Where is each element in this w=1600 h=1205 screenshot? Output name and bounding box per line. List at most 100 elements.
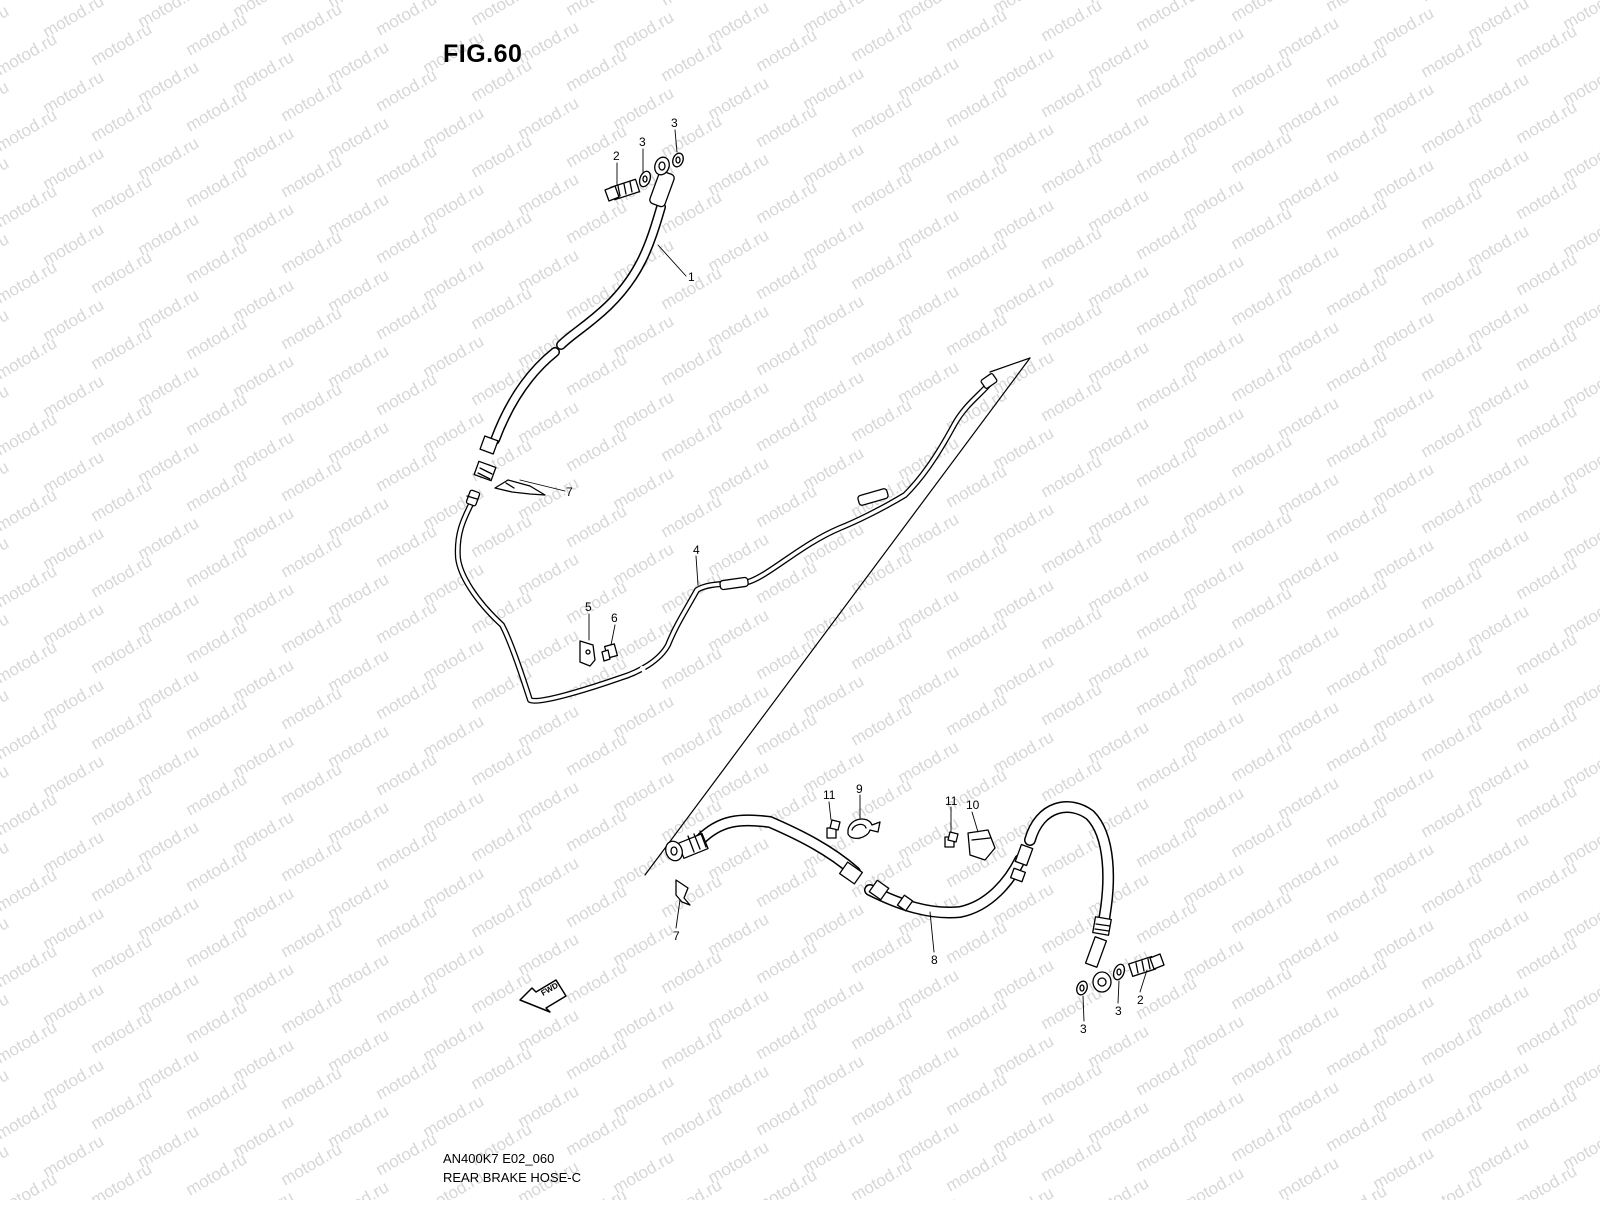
watermark-text: motod.ru xyxy=(0,105,60,155)
callout-3-top-a: 3 xyxy=(639,135,646,149)
watermark-text: motod.ru xyxy=(658,719,726,769)
watermark-text: motod.ru xyxy=(0,1169,60,1200)
watermark-text: motod.ru xyxy=(1418,259,1486,309)
watermark-text: motod.ru xyxy=(0,1093,60,1143)
watermark-text: motod.ru xyxy=(0,533,12,583)
watermark-text: motod.ru xyxy=(1418,107,1486,157)
watermark-text: motod.ru xyxy=(468,739,536,789)
watermark-text: motod.ru xyxy=(1323,953,1391,1003)
watermark-text: motod.ru xyxy=(1323,421,1391,471)
watermark-text: motod.ru xyxy=(0,761,12,811)
watermark-text: motod.ru xyxy=(1085,1173,1153,1200)
watermark-text: motod.ru xyxy=(325,1177,393,1200)
watermark-text: motod.ru xyxy=(1323,0,1391,15)
callout-4: 4 xyxy=(693,543,700,557)
watermark-text: motod.ru xyxy=(278,531,346,581)
watermark-text: motod.ru xyxy=(373,0,441,39)
watermark-text: motod.ru xyxy=(1038,755,1106,805)
watermark-text: motod.ru xyxy=(373,1129,441,1179)
watermark-text: motod.ru xyxy=(0,0,60,3)
watermark-text: motod.ru xyxy=(373,825,441,875)
watermark-text: motod.ru xyxy=(1038,375,1106,425)
watermark-text: motod.ru xyxy=(943,537,1011,587)
watermark-text: motod.ru xyxy=(468,283,536,333)
watermark-text: motod.ru xyxy=(0,713,60,763)
watermark-text: motod.ru xyxy=(0,837,12,887)
watermark-text: motod.ru xyxy=(1418,487,1486,537)
watermark-text: motod.ru xyxy=(1513,629,1581,679)
watermark-text: motod.ru xyxy=(468,967,536,1017)
watermark-text: motod.ru xyxy=(658,491,726,541)
watermark-text: motod.ru xyxy=(1513,325,1581,375)
watermark-text: motod.ru xyxy=(658,415,726,465)
watermark-text: motod.ru xyxy=(88,855,156,905)
watermark-text: motod.ru xyxy=(753,101,821,151)
watermark-text: motod.ru xyxy=(943,5,1011,55)
watermark-text: motod.ru xyxy=(848,1003,916,1053)
watermark-text: motod.ru xyxy=(1133,213,1201,263)
watermark-text: motod.ru xyxy=(183,541,251,591)
watermark-text: motod.ru xyxy=(278,835,346,885)
watermark-text: motod.ru xyxy=(88,171,156,221)
watermark-text: motod.ru xyxy=(1038,1135,1106,1185)
callout-10: 10 xyxy=(966,798,980,812)
watermark-text: motod.ru xyxy=(1323,117,1391,167)
clip-top xyxy=(495,480,545,495)
watermark-text: motod.ru xyxy=(278,455,346,505)
watermark-text: motod.ru xyxy=(563,1033,631,1083)
watermark-text: motod.ru xyxy=(1513,249,1581,299)
watermark-text: motod.ru xyxy=(0,77,12,127)
watermark-text: motod.ru xyxy=(373,217,441,267)
watermark-text: motod.ru xyxy=(1133,137,1201,187)
watermark-text: motod.ru xyxy=(1418,1095,1486,1145)
watermark-text: motod.ru xyxy=(88,475,156,525)
watermark-text: motod.ru xyxy=(563,1185,631,1200)
watermark-text: motod.ru xyxy=(848,91,916,141)
watermark-text: motod.ru xyxy=(1228,1039,1296,1089)
callout-8: 8 xyxy=(931,953,938,967)
watermark-text: motod.ru xyxy=(753,1013,821,1063)
watermark-text: motod.ru xyxy=(1513,477,1581,527)
watermark-text: motod.ru xyxy=(0,637,60,687)
watermark-text: motod.ru xyxy=(1513,705,1581,755)
watermark-text: motod.ru xyxy=(183,161,251,211)
watermark-text: motod.ru xyxy=(183,845,251,895)
watermark-text: motod.ru xyxy=(753,177,821,227)
watermark-text: motod.ru xyxy=(753,861,821,911)
watermark-text: motod.ru xyxy=(1133,593,1201,643)
watermark-text: motod.ru xyxy=(278,1139,346,1189)
watermark-text: motod.ru xyxy=(373,673,441,723)
watermark-text: motod.ru xyxy=(88,1159,156,1200)
callout-2-top: 2 xyxy=(613,149,620,163)
watermark-text: motod.ru xyxy=(1513,933,1581,983)
watermark-text: motod.ru xyxy=(88,703,156,753)
watermark-text: motod.ru xyxy=(658,871,726,921)
watermark-text: motod.ru xyxy=(1133,1125,1201,1175)
watermark-text: motod.ru xyxy=(183,85,251,135)
watermark-text: motod.ru xyxy=(183,237,251,287)
watermark-text: motod.ru xyxy=(1513,553,1581,603)
watermark-text: motod.ru xyxy=(1228,887,1296,937)
watermark-text: motod.ru xyxy=(278,759,346,809)
watermark-text: motod.ru xyxy=(1418,943,1486,993)
callout-3-bottom-b: 3 xyxy=(1080,1022,1087,1036)
watermark-text: motod.ru xyxy=(1513,1161,1581,1200)
watermark-text: motod.ru xyxy=(943,233,1011,283)
figure-name: REAR BRAKE HOSE-C xyxy=(443,1170,581,1185)
watermark-text: motod.ru xyxy=(1323,345,1391,395)
watermark-text: motod.ru xyxy=(943,613,1011,663)
watermark-text: motod.ru xyxy=(373,1053,441,1103)
watermark-text: motod.ru xyxy=(88,1007,156,1057)
watermark-text: motod.ru xyxy=(0,333,60,383)
callout-11-b: 11 xyxy=(945,794,958,808)
watermark-text: motod.ru xyxy=(0,609,12,659)
watermark-text: motod.ru xyxy=(848,1155,916,1200)
watermark-text: motod.ru xyxy=(1038,527,1106,577)
watermark-text: motod.ru xyxy=(278,0,346,49)
callout-3-bottom-a: 3 xyxy=(1115,1004,1122,1018)
watermark-text: motod.ru xyxy=(1038,831,1106,881)
watermark-text: motod.ru xyxy=(753,405,821,455)
callout-7-bottom: 7 xyxy=(673,929,680,943)
watermark-text: motod.ru xyxy=(753,1165,821,1200)
watermark-text: motod.ru xyxy=(0,409,60,459)
